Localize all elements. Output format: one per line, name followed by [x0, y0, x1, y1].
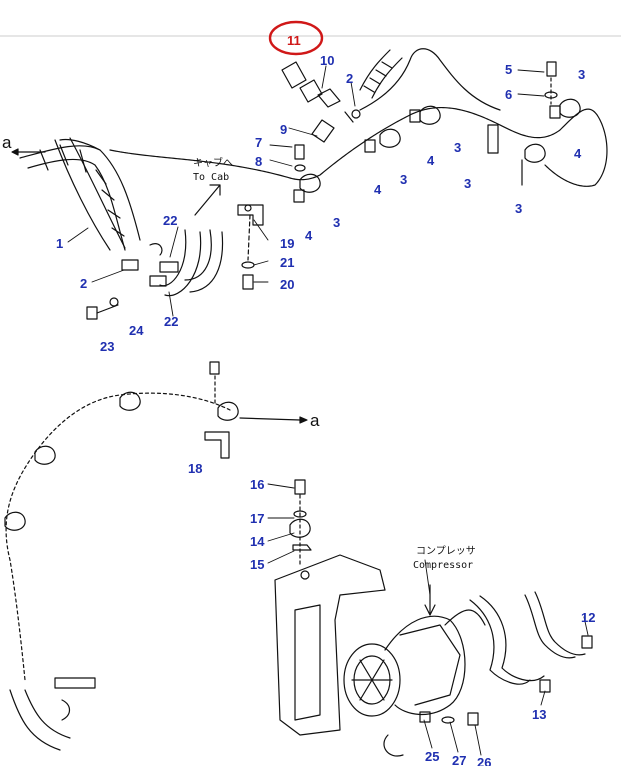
part-label-3: 3 — [464, 176, 472, 191]
part-label-1: 1 — [56, 236, 64, 251]
part-label-27: 27 — [452, 753, 467, 766]
bolt-23 — [86, 297, 119, 320]
part-label-20: 20 — [280, 277, 295, 292]
part-label-23: 23 — [100, 339, 115, 354]
bracket-19 — [237, 204, 264, 290]
part-label-6: 6 — [505, 87, 513, 102]
connector-arrows — [11, 148, 308, 424]
to-cab-note-en: To Cab — [193, 172, 230, 183]
part-label-9: 9 — [280, 122, 288, 137]
part-label-4: 4 — [374, 182, 382, 197]
part-label-22: 22 — [163, 213, 178, 228]
part-label-3: 3 — [454, 140, 462, 155]
compressor-body — [343, 584, 593, 757]
part-label-21: 21 — [280, 255, 295, 270]
part-label-11: 11 — [287, 33, 301, 48]
part-label-5: 5 — [505, 62, 513, 77]
part-label-4: 4 — [427, 153, 435, 168]
part-label-24: 24 — [129, 323, 144, 338]
part-label-17: 17 — [250, 511, 265, 526]
compressor-note-jp: コンプレッサ — [416, 546, 476, 557]
part-label-10: 10 — [320, 53, 335, 68]
clips-upper — [293, 61, 581, 203]
part-label-2: 2 — [80, 276, 88, 291]
leader-lines — [67, 65, 589, 756]
part-label-26: 26 — [477, 755, 492, 766]
compressor-note-en: Compressor — [413, 560, 474, 571]
part-label-25: 25 — [425, 749, 440, 764]
part-label-3: 3 — [578, 67, 586, 82]
part-label-22: 22 — [164, 314, 179, 329]
part-label-7: 7 — [255, 135, 263, 150]
part-label-15: 15 — [250, 557, 265, 572]
part-label-3: 3 — [515, 201, 523, 216]
part-label-13: 13 — [532, 707, 547, 722]
connector-cluster — [281, 49, 403, 143]
part-label-4: 4 — [305, 228, 313, 243]
part-label-3: 3 — [400, 172, 408, 187]
harness-run-middle — [4, 361, 239, 751]
harness-run-upper — [109, 48, 608, 187]
to-cab-note-jp: キャブへ — [193, 158, 233, 169]
part-label-19: 19 — [280, 236, 295, 251]
part-label-8: 8 — [255, 154, 263, 169]
connector-label-top: a — [2, 133, 12, 152]
part-label-18: 18 — [188, 461, 203, 476]
part-label-16: 16 — [250, 477, 265, 492]
connector-label-mid: a — [310, 411, 320, 430]
part-label-14: 14 — [250, 534, 265, 549]
part-label-4: 4 — [574, 146, 582, 161]
part-label-12: 12 — [581, 610, 596, 625]
hose-1 — [19, 137, 163, 256]
part-label-3: 3 — [333, 215, 341, 230]
to-cab-pipes — [121, 184, 224, 297]
highlight-circle — [268, 20, 324, 56]
compressor-bracket — [274, 479, 386, 736]
part-label-2: 2 — [346, 71, 354, 86]
